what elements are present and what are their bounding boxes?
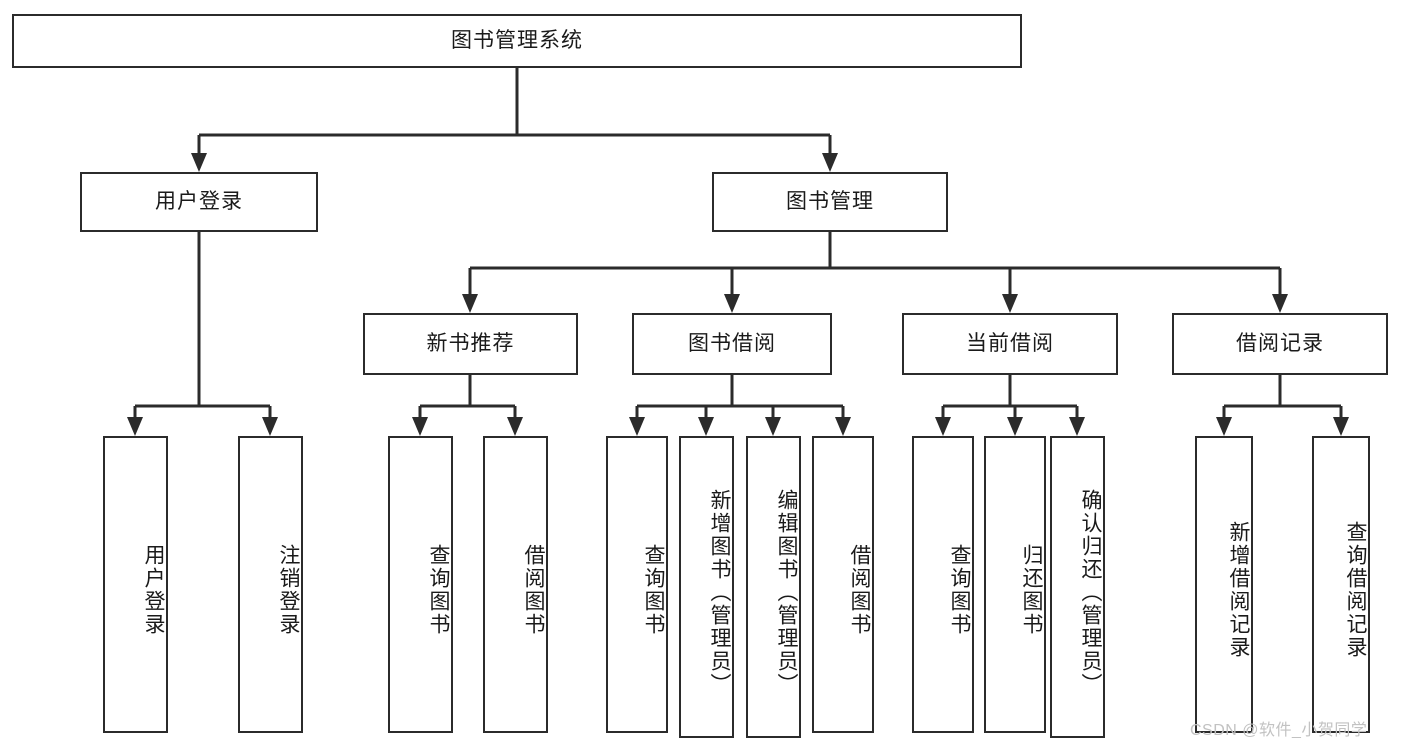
arrowhead-icon bbox=[935, 417, 951, 436]
node-leaf-query-record[interactable]: 查询借阅记录 bbox=[1312, 436, 1370, 733]
node-leaf-confirm-return[interactable]: 确认归还（管理员） bbox=[1050, 436, 1105, 738]
node-leaf-add-book-admin[interactable]: 新增图书（管理员） bbox=[679, 436, 734, 738]
node-user-login[interactable]: 用户登录 bbox=[80, 172, 318, 232]
node-book-borrow[interactable]: 图书借阅 bbox=[632, 313, 832, 375]
node-label: 借阅记录 bbox=[1236, 332, 1324, 356]
arrowhead-icon bbox=[127, 417, 143, 436]
node-leaf-borrow-book-2[interactable]: 借阅图书 bbox=[812, 436, 874, 733]
arrowhead-icon bbox=[1333, 417, 1349, 436]
node-label: 图书管理系统 bbox=[451, 29, 583, 53]
arrowhead-icon bbox=[629, 417, 645, 436]
node-label: 当前借阅 bbox=[966, 332, 1054, 356]
node-label: 注销登录 bbox=[277, 543, 300, 636]
node-current-borrow[interactable]: 当前借阅 bbox=[902, 313, 1118, 375]
node-label: 图书借阅 bbox=[688, 332, 776, 356]
node-label: 确认归还（管理员） bbox=[1079, 488, 1102, 696]
node-label: 用户登录 bbox=[155, 190, 243, 214]
node-root[interactable]: 图书管理系统 bbox=[12, 14, 1022, 68]
node-label: 查询图书 bbox=[948, 543, 971, 636]
arrowhead-icon bbox=[462, 294, 478, 313]
node-leaf-user-logout[interactable]: 注销登录 bbox=[238, 436, 303, 733]
arrowhead-icon bbox=[412, 417, 428, 436]
arrowhead-icon bbox=[1272, 294, 1288, 313]
node-label: 借阅图书 bbox=[522, 543, 545, 636]
arrowhead-icon bbox=[1007, 417, 1023, 436]
arrowhead-icon bbox=[698, 417, 714, 436]
node-label: 新书推荐 bbox=[426, 332, 515, 356]
node-label: 归还图书 bbox=[1020, 543, 1043, 636]
node-label: 查询图书 bbox=[642, 543, 665, 636]
node-leaf-add-record[interactable]: 新增借阅记录 bbox=[1195, 436, 1253, 733]
arrowhead-icon bbox=[835, 417, 851, 436]
node-leaf-user-login[interactable]: 用户登录 bbox=[103, 436, 168, 733]
node-leaf-query-book-1[interactable]: 查询图书 bbox=[388, 436, 453, 733]
node-label: 编辑图书（管理员） bbox=[775, 488, 798, 696]
node-label: 借阅图书 bbox=[848, 543, 871, 636]
arrowhead-icon bbox=[191, 153, 207, 172]
node-book-manage[interactable]: 图书管理 bbox=[712, 172, 948, 232]
node-label: 查询图书 bbox=[427, 543, 450, 636]
arrowhead-icon bbox=[262, 417, 278, 436]
node-leaf-query-book-2[interactable]: 查询图书 bbox=[606, 436, 668, 733]
arrowhead-icon bbox=[724, 294, 740, 313]
node-new-book-rec[interactable]: 新书推荐 bbox=[363, 313, 578, 375]
arrowhead-icon bbox=[765, 417, 781, 436]
node-label: 图书管理 bbox=[786, 190, 874, 214]
arrowhead-icon bbox=[822, 153, 838, 172]
arrowhead-icon bbox=[507, 417, 523, 436]
node-label: 用户登录 bbox=[142, 543, 165, 636]
node-leaf-query-book-3[interactable]: 查询图书 bbox=[912, 436, 974, 733]
node-label: 新增图书（管理员） bbox=[708, 488, 731, 696]
arrowhead-icon bbox=[1069, 417, 1085, 436]
node-label: 新增借阅记录 bbox=[1227, 520, 1250, 659]
node-leaf-edit-book-admin[interactable]: 编辑图书（管理员） bbox=[746, 436, 801, 738]
arrowhead-icon bbox=[1002, 294, 1018, 313]
arrowhead-icon bbox=[1216, 417, 1232, 436]
node-leaf-borrow-book-1[interactable]: 借阅图书 bbox=[483, 436, 548, 733]
node-leaf-return-book[interactable]: 归还图书 bbox=[984, 436, 1046, 733]
node-borrow-record[interactable]: 借阅记录 bbox=[1172, 313, 1388, 375]
node-label: 查询借阅记录 bbox=[1344, 520, 1367, 659]
